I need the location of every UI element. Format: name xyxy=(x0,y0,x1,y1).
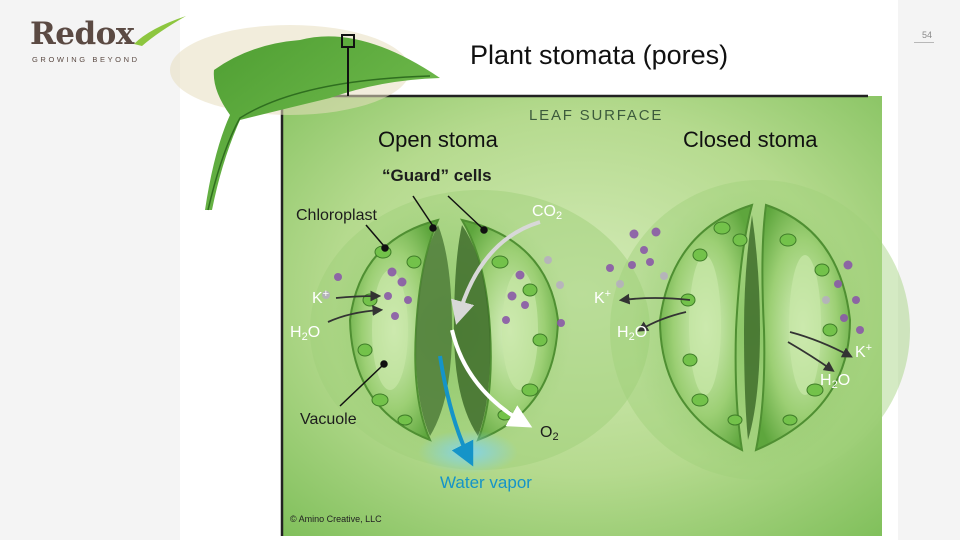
closed-stoma-title: Closed stoma xyxy=(683,127,818,152)
closed-stoma xyxy=(606,190,870,470)
image-credit: © Amino Creative, LLC xyxy=(290,514,382,524)
page-number-rule xyxy=(914,42,934,43)
page-number: 54 xyxy=(921,30,932,40)
water-vapor-label: Water vapor xyxy=(440,473,532,492)
closed-potassium-right-label: K+ xyxy=(855,342,873,361)
leaf-surface-label: LEAF SURFACE xyxy=(529,107,664,124)
closed-water-left-label: H2O xyxy=(617,324,648,343)
flow-arrows xyxy=(327,220,853,467)
logo-wordmark: Redox xyxy=(30,16,134,52)
vacuole-label: Vacuole xyxy=(300,411,357,428)
open-water-label: H2O xyxy=(290,324,321,343)
logo-tagline: GROWING BEYOND xyxy=(32,55,140,64)
open-stoma xyxy=(322,200,572,460)
closed-water-right-label: H2O xyxy=(820,372,851,391)
open-potassium-label: K+ xyxy=(312,288,330,307)
chloroplast-label: Chloroplast xyxy=(296,207,377,224)
leaf-icon xyxy=(170,25,440,211)
open-stoma-title: Open stoma xyxy=(378,127,498,152)
co2-label: CO2 xyxy=(532,203,563,222)
slide-title: Plant stomata (pores) xyxy=(470,40,729,70)
leader-lines xyxy=(339,195,488,407)
closed-potassium-left-label: K+ xyxy=(594,288,612,307)
guard-cells-label: “Guard” cells xyxy=(382,166,492,185)
left-margin-strip xyxy=(0,0,180,540)
o2-label: O2 xyxy=(540,424,559,443)
right-margin-strip xyxy=(898,0,960,540)
logo-swoosh-icon xyxy=(134,16,186,46)
redox-logo: Redox GROWING BEYOND xyxy=(30,16,186,66)
